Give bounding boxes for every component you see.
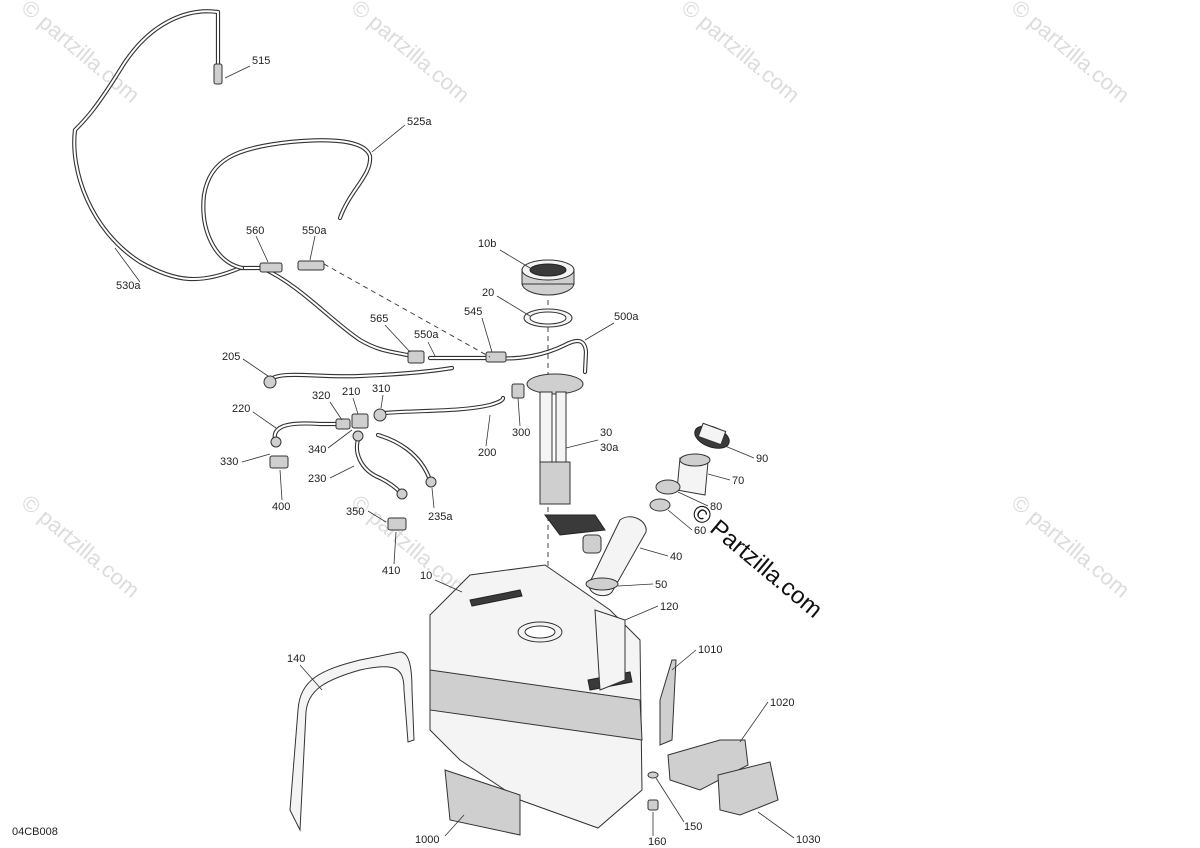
callout-340: 340 <box>308 444 326 456</box>
callout-90: 90 <box>756 453 768 465</box>
watermark-faint: © partzilla.com <box>1007 490 1135 603</box>
hose-530a-lower <box>259 265 415 359</box>
callout-200: 200 <box>478 447 496 459</box>
callout-30: 30 <box>600 427 612 439</box>
callout-1030: 1030 <box>796 834 820 846</box>
diagram-code: 04CB008 <box>12 826 58 838</box>
callout-550a-mid: 550a <box>414 329 439 341</box>
callout-515: 515 <box>252 55 270 67</box>
hose-500a <box>492 338 589 375</box>
callout-235a: 235a <box>428 511 453 523</box>
hose-220 <box>272 421 341 443</box>
guard-1030 <box>717 761 779 816</box>
hose-530a <box>72 9 265 282</box>
callout-400: 400 <box>272 501 290 513</box>
hose-235a <box>375 432 433 483</box>
callout-300: 300 <box>512 427 530 439</box>
washer-150-nut-160 <box>647 771 659 811</box>
callout-80: 80 <box>710 501 722 513</box>
callout-230: 230 <box>308 473 326 485</box>
watermark-layer: © partzilla.com © partzilla.com © partzi… <box>17 0 1135 603</box>
clamps-80-60 <box>649 479 681 512</box>
clamp-50 <box>585 577 619 591</box>
callout-550a-top: 550a <box>302 225 327 237</box>
watermark-faint: © partzilla.com <box>347 0 475 108</box>
callout-205: 205 <box>222 351 240 363</box>
callout-1020: 1020 <box>770 697 794 709</box>
callout-1000: 1000 <box>415 834 439 846</box>
watermark-faint: © partzilla.com <box>1007 0 1135 108</box>
seal-20 <box>523 308 573 328</box>
fittings <box>213 63 525 531</box>
hose-525a <box>201 138 373 271</box>
strap-140 <box>289 651 415 832</box>
shield-1000 <box>444 769 521 836</box>
callout-220: 220 <box>232 403 250 415</box>
callout-210: 210 <box>342 386 360 398</box>
callout-410: 410 <box>382 565 400 577</box>
callout-70: 70 <box>732 475 744 487</box>
hose-200 <box>382 395 506 416</box>
watermark-faint: © partzilla.com <box>17 0 145 108</box>
callout-60: 60 <box>694 525 706 537</box>
watermark-faint: © partzilla.com <box>347 490 475 603</box>
callouts: 515 525a 560 550a 530a 10b 20 545 500a 5… <box>114 55 820 848</box>
callout-560: 560 <box>246 225 264 237</box>
fuel-pump-30 <box>526 373 606 536</box>
filler-neck-70 <box>676 453 711 496</box>
callout-160: 160 <box>648 836 666 848</box>
callout-530a: 530a <box>116 280 141 292</box>
filter-40 <box>582 516 647 597</box>
callout-500a: 500a <box>614 311 639 323</box>
callout-10b: 10b <box>478 238 496 250</box>
callout-525a: 525a <box>407 116 432 128</box>
callout-330: 330 <box>220 456 238 468</box>
shield-1010 <box>659 659 677 746</box>
callout-150: 150 <box>684 821 702 833</box>
watermark-faint: © partzilla.com <box>677 0 805 108</box>
callout-310: 310 <box>372 383 390 395</box>
fuel-tank-10 <box>429 564 643 829</box>
callout-10: 10 <box>420 570 432 582</box>
watermark-faint: © partzilla.com <box>17 490 145 603</box>
callout-320: 320 <box>312 390 330 402</box>
callout-20: 20 <box>482 287 494 299</box>
callout-140: 140 <box>287 653 305 665</box>
callout-120: 120 <box>660 601 678 613</box>
callout-40: 40 <box>670 551 682 563</box>
guard-1020 <box>667 739 749 791</box>
hose-230 <box>354 432 403 495</box>
callout-545: 545 <box>464 306 482 318</box>
assembly-lines <box>323 263 549 600</box>
callout-350: 350 <box>346 506 364 518</box>
callout-30a: 30a <box>600 442 619 454</box>
watermark-featured: © Partzilla.com <box>686 499 827 624</box>
lock-ring-10b <box>521 259 575 296</box>
callout-50: 50 <box>655 579 667 591</box>
callout-565: 565 <box>370 313 388 325</box>
filler-cap-90 <box>694 422 730 449</box>
hose-205 <box>267 365 455 383</box>
callout-1010: 1010 <box>698 644 722 656</box>
